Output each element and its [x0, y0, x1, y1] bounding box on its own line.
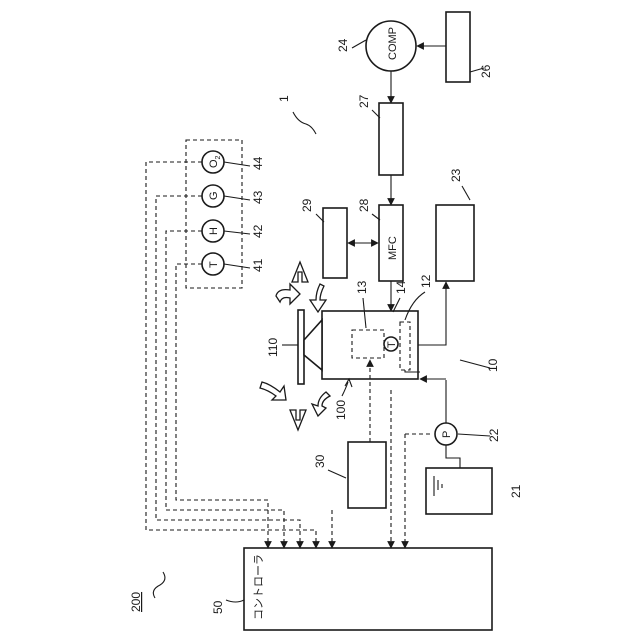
svg-text:10: 10 — [486, 358, 500, 372]
svg-text:50: 50 — [211, 600, 225, 614]
side-box: 29 — [300, 198, 347, 278]
svg-text:26: 26 — [479, 64, 493, 78]
svg-text:13: 13 — [355, 280, 369, 294]
signal-o2 — [146, 162, 316, 548]
svg-text:MFC: MFC — [387, 236, 399, 260]
box-23: 23 — [436, 168, 474, 281]
signal-t — [176, 264, 268, 548]
svg-text:110: 110 — [266, 338, 280, 357]
pump: P 22 — [435, 423, 501, 445]
svg-text:42: 42 — [251, 224, 265, 238]
svg-text:1: 1 — [277, 95, 291, 102]
svg-text:21: 21 — [509, 484, 523, 498]
svg-text:100: 100 — [334, 400, 348, 420]
controller: コントローラ 50 — [211, 548, 492, 630]
svg-text:14: 14 — [394, 280, 408, 294]
tank: 21 — [426, 468, 523, 514]
plate-110: 110 — [266, 310, 322, 384]
box-30: 30 — [313, 442, 386, 508]
apparatus-label-1: 1 — [277, 95, 316, 134]
svg-text:T: T — [386, 341, 398, 348]
system-label-200: 200 — [129, 572, 165, 612]
svg-text:41: 41 — [251, 258, 265, 272]
svg-text:COMP: COMP — [387, 27, 399, 60]
svg-text:P: P — [441, 431, 453, 438]
source-box: 26 — [446, 12, 493, 82]
mfc-box: MFC 28 — [357, 198, 403, 281]
signal-g — [156, 196, 300, 548]
svg-text:200: 200 — [129, 592, 143, 612]
svg-text:28: 28 — [357, 198, 371, 212]
svg-text:H: H — [208, 227, 220, 235]
chamber: 10 13 14 12 T — [322, 274, 500, 379]
arrow-chamber-to-box23 — [418, 282, 446, 345]
svg-text:24: 24 — [336, 38, 350, 52]
svg-text:29: 29 — [300, 198, 314, 212]
svg-text:22: 22 — [487, 428, 501, 442]
svg-text:43: 43 — [251, 190, 265, 204]
svg-text:G: G — [208, 191, 220, 200]
sensor-group: T 41 H 42 G 43 O2 44 — [186, 140, 265, 288]
svg-text:T: T — [208, 261, 220, 268]
filter-box: 27 — [357, 94, 403, 175]
svg-text:27: 27 — [357, 94, 371, 108]
label-100: 100 — [334, 379, 352, 420]
svg-text:23: 23 — [449, 168, 463, 182]
svg-text:30: 30 — [313, 454, 327, 468]
svg-text:12: 12 — [419, 274, 433, 288]
svg-text:44: 44 — [251, 156, 265, 170]
svg-text:コントローラ: コントローラ — [253, 554, 265, 620]
pipe-pump-to-tank — [446, 445, 460, 468]
compressor: COMP 24 — [336, 21, 416, 71]
